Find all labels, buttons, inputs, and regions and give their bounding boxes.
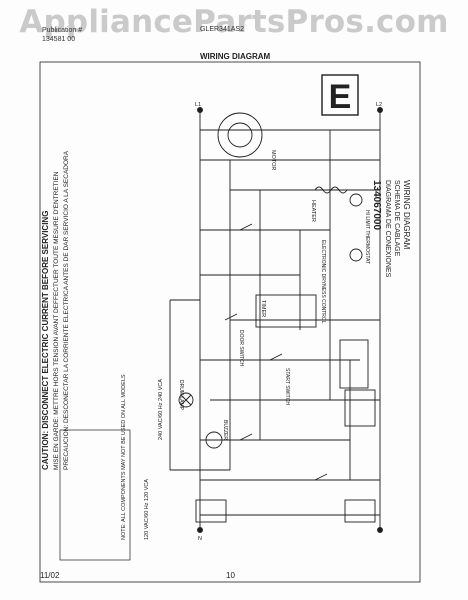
caution-es: PRECAUCION: DESCONECTAR LA CORRIENTE ELE… <box>63 150 70 470</box>
thermostat-symbol <box>349 193 363 207</box>
motor-symbol <box>217 112 263 158</box>
motor-label: MOTOR <box>270 150 276 170</box>
page-title: WIRING DIAGRAM <box>200 52 271 61</box>
title-block-line3: DIAGRAMA DE CONEXIONES <box>384 180 391 278</box>
heater-label: HEATER <box>310 200 316 222</box>
l1-label: L1 <box>195 102 201 108</box>
heater-symbol <box>314 186 348 194</box>
voltage-120-label: 120 VAC/60 Hz 120 VCA <box>144 479 150 540</box>
footer-date: 11/02 <box>40 571 60 580</box>
dryness-control-label: ELECTRONIC DRYNESS CONTROL <box>320 240 326 324</box>
title-letter-box <box>321 74 359 116</box>
page-number: 10 <box>226 571 235 580</box>
buzzer-symbol <box>205 431 223 449</box>
start-switch-label: START SWITCH <box>284 368 290 405</box>
thermostat-label: HI LIMIT THERMOSTAT <box>364 210 370 264</box>
timer-box <box>255 294 317 328</box>
model-line: GLER341AS2 <box>200 26 244 33</box>
publication-info: Publication # 134581 00 <box>42 26 82 44</box>
title-block-number: 134067000 <box>371 180 382 230</box>
voltage-240-label: 240 VAC/60 Hz 240 VCA <box>158 379 164 440</box>
n-label: N <box>198 536 202 542</box>
l2-label: L2 <box>376 102 382 108</box>
part-line: 134581 00 <box>42 36 76 43</box>
caution-fr: MISE EN GARDE: METTRE HORS TENSION AVANT… <box>53 171 60 470</box>
note-text: NOTE: ALL COMPONENTS MAY NOT BE USED ON … <box>121 374 127 540</box>
timer-label: TIMER <box>260 300 266 317</box>
title-letter: E <box>329 78 352 116</box>
diagram-frame <box>39 61 421 583</box>
caution-en: CAUTION: DISCONNECT ELECTRIC CURRENT BEF… <box>41 211 50 470</box>
publication-line: Publication # <box>42 27 83 34</box>
title-block-line1: WIRING DIAGRAM <box>402 180 411 250</box>
drum-lamp-symbol <box>178 392 194 408</box>
drum-lamp-label: DRUM LAMP <box>178 380 184 411</box>
buzzer-label: BUZZER <box>222 420 228 440</box>
note-box <box>59 429 131 561</box>
title-block-line2: SCHEMA DE CABLAGE <box>393 180 400 257</box>
watermark: AppliancePartsPros.com <box>19 4 449 40</box>
door-switch-label: DOOR SWITCH <box>238 330 244 366</box>
